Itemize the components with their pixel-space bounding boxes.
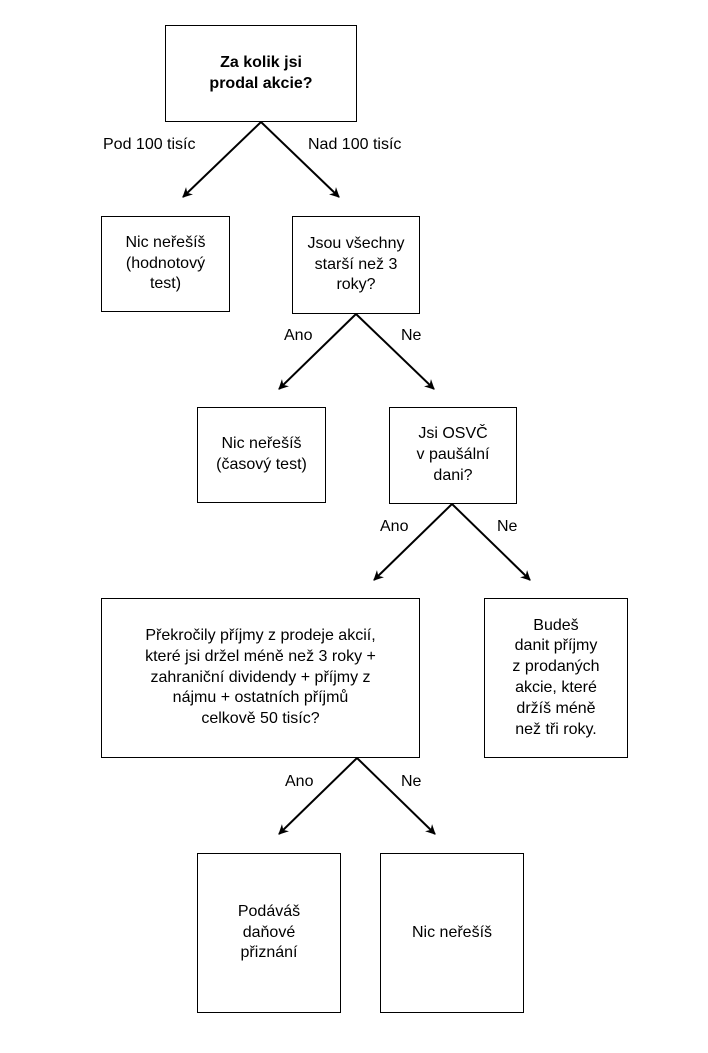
result-time-test: Nic neřešíš (časový test) (197, 407, 326, 503)
node-text-line: dani? (433, 466, 473, 484)
edge-label-no-1: Ne (401, 327, 422, 344)
node-text-line: celkově 50 tisíc? (201, 710, 320, 728)
node-text-line: přiznání (240, 944, 298, 962)
node-text-line: držíš méně (516, 699, 596, 717)
arrow-q3-r3 (451, 503, 531, 581)
node-text: Jsi OSVČ v paušální dani? (417, 424, 490, 486)
node-text: Jsou všechny starší než 3 roky? (308, 234, 405, 296)
node-text-line: starší než 3 (314, 255, 398, 273)
node-text-line: nájmu + ostatních příjmů (172, 689, 349, 707)
node-text-line: akcie, které (515, 679, 597, 696)
node-text-line: Nic neřešíš (411, 923, 493, 941)
arrow-q3-q4 (373, 503, 453, 581)
arrow-q4-r5 (356, 757, 436, 835)
node-text: Nic neřešíš (412, 923, 492, 944)
node-text-line: zahraniční dividendy + příjmy z (150, 668, 371, 686)
edge-label-yes-2: Ano (380, 518, 409, 535)
arrow-q1-r1 (182, 121, 262, 198)
node-text-line: v paušální (416, 446, 490, 464)
result-tax-short-term-gains: Budeš danit příjmy z prodaných akcie, které… (484, 598, 628, 758)
node-text-line: danit příjmy (514, 637, 598, 655)
node-text: Překročily příjmy z prodeje akcií, které … (145, 626, 376, 730)
arrow-q1-q2 (260, 121, 340, 198)
node-text-line: než tři roky. (515, 720, 597, 738)
edge-label-over-100k: Nad 100 tisíc (308, 136, 402, 153)
edge-label-no-2: Ne (497, 518, 518, 535)
node-text-line: Nic neřešíš (221, 435, 302, 453)
result-file-tax-return: Podáváš daňové přiznání (197, 853, 341, 1013)
node-text-line: Za kolik jsi (220, 53, 302, 71)
node-text-line: Podáváš (237, 902, 301, 920)
question-older-than-3-years: Jsou všechny starší než 3 roky? (292, 216, 420, 314)
node-text: Budeš danit příjmy z prodaných akcie, které… (512, 616, 599, 741)
node-text-line: Jsi OSVČ (418, 425, 488, 443)
question-osvc-flat-tax: Jsi OSVČ v paušální dani? (389, 407, 517, 504)
edge-label-yes-1: Ano (284, 327, 313, 344)
arrow-q4-r4 (278, 757, 358, 835)
question-sale-amount: Za kolik jsi prodal akcie? (165, 25, 357, 122)
node-text: Nic neřešíš (časový test) (216, 434, 307, 476)
node-text-line: z prodaných (512, 658, 600, 676)
node-text-line: daňové (242, 923, 296, 941)
node-text-line: roky? (336, 276, 376, 294)
node-text-line: Nic neřešíš (125, 233, 206, 251)
node-text-line: které jsi držel méně než 3 roky + (145, 647, 376, 665)
edge-label-under-100k: Pod 100 tisíc (103, 136, 196, 153)
node-text-line: (hodnotový (125, 254, 206, 272)
node-text-line: prodal akcie? (209, 74, 313, 92)
node-text-line: Jsou všechny (307, 234, 405, 252)
node-text-line: Překročily příjmy z prodeje akcií, (145, 627, 376, 644)
result-no-action: Nic neřešíš (380, 853, 524, 1013)
node-text-line: Budeš (533, 616, 579, 634)
edge-label-yes-3: Ano (285, 773, 314, 790)
node-text: Za kolik jsi prodal akcie? (209, 53, 312, 95)
node-text-line: (časový test) (216, 456, 307, 473)
node-text: Nic neřešíš (hodnotový test) (125, 233, 205, 295)
question-income-over-50k: Překročily příjmy z prodeje akcií, které … (101, 598, 420, 758)
node-text: Podáváš daňové přiznání (238, 902, 300, 964)
edge-label-no-3: Ne (401, 773, 422, 790)
arrow-q2-q3 (355, 313, 435, 390)
result-value-test: Nic neřešíš (hodnotový test) (101, 216, 230, 312)
node-text-line: test) (149, 275, 182, 293)
arrow-q2-r2 (278, 313, 357, 390)
